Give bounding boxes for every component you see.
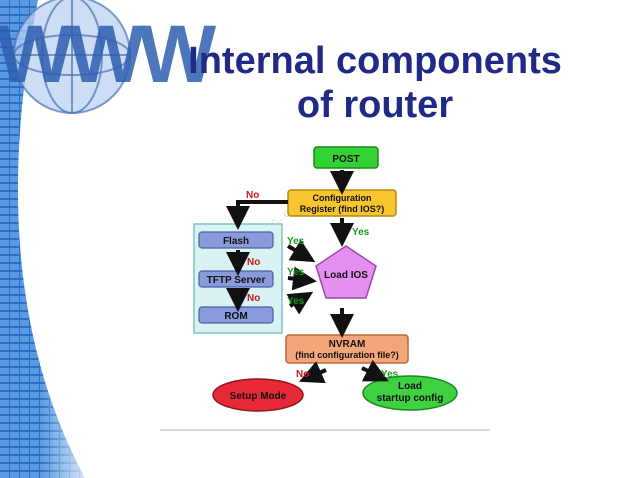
page-title-line2: of router bbox=[296, 84, 454, 118]
label-nvram-yes: Yes bbox=[381, 369, 399, 380]
label-rom-yes: Yes bbox=[287, 296, 305, 307]
svg-text:startup config: startup config bbox=[377, 393, 444, 404]
label-yes-to-load-ios: Yes bbox=[352, 227, 370, 238]
flash-node: Flash bbox=[198, 231, 274, 249]
load-startup-config-node: Load startup config bbox=[362, 375, 458, 411]
svg-text:Flash: Flash bbox=[223, 236, 249, 247]
svg-text:TFTP Server: TFTP Server bbox=[207, 275, 266, 286]
tftp-server-node: TFTP Server bbox=[198, 270, 274, 288]
label-flash-yes: Yes bbox=[287, 236, 305, 247]
setup-mode-node: Setup Mode bbox=[212, 378, 304, 412]
svg-text:Load: Load bbox=[398, 381, 422, 392]
page-title-line1: Internal components bbox=[188, 40, 562, 82]
label-tftp-no: No bbox=[247, 293, 260, 304]
svg-text:(find configuration file?): (find configuration file?) bbox=[295, 350, 398, 360]
nvram-node: NVRAM (find configuration file?) bbox=[285, 334, 409, 364]
svg-text:Load IOS: Load IOS bbox=[324, 270, 368, 281]
load-ios-node: Load IOS bbox=[315, 245, 377, 299]
www-logo: WWW bbox=[0, 9, 217, 100]
svg-text:NVRAM: NVRAM bbox=[329, 339, 366, 350]
rom-node: ROM bbox=[198, 306, 274, 324]
post-node: POST bbox=[313, 146, 379, 169]
flow-arrows bbox=[226, 170, 389, 384]
svg-text:POST: POST bbox=[332, 154, 359, 165]
svg-text:ROM: ROM bbox=[224, 311, 247, 322]
svg-text:Setup Mode: Setup Mode bbox=[230, 391, 287, 402]
label-no-to-flash: No bbox=[246, 190, 259, 201]
label-tftp-yes: Yes bbox=[287, 267, 305, 278]
svg-text:Register (find IOS?): Register (find IOS?) bbox=[300, 204, 385, 214]
svg-text:Configuration: Configuration bbox=[313, 193, 372, 203]
config-register-node: Configuration Register (find IOS?) bbox=[287, 189, 397, 217]
label-flash-no: No bbox=[247, 257, 260, 268]
globe-icon bbox=[13, 0, 131, 114]
label-nvram-no: No bbox=[296, 369, 309, 380]
